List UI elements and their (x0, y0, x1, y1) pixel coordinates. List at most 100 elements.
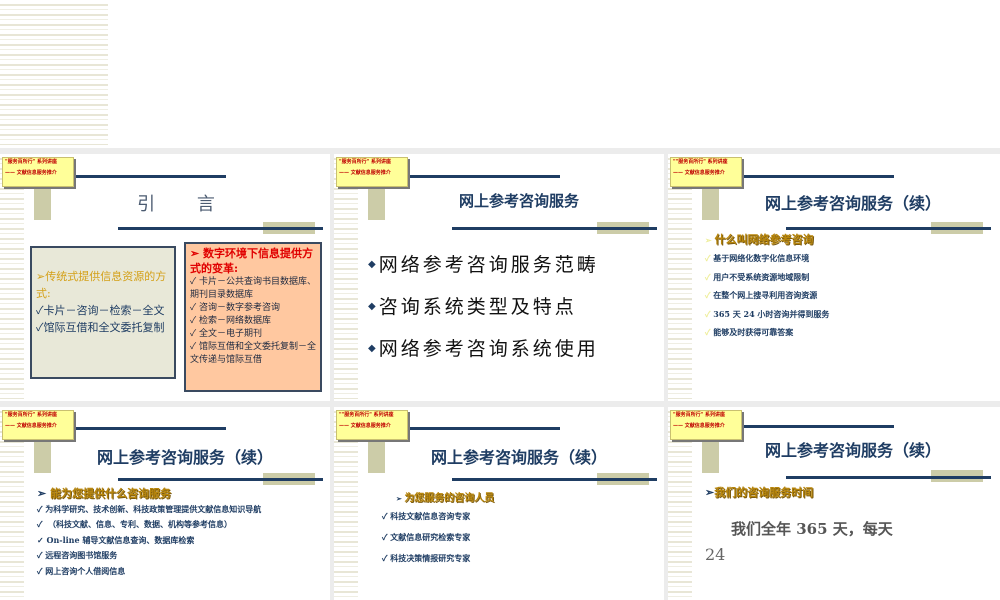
list-item: ◆咨询系统类型及特点 (368, 286, 599, 328)
slide-thumbnail-top[interactable] (0, 0, 1000, 150)
content: ➢ 能为您提供什么咨询服务 ✓ 为科学研究、技术创新、科技政策管理提供文献信息知… (37, 485, 322, 579)
body-text: 24 (705, 545, 726, 564)
content: ➢ 什么叫网络参考咨询 ✓ 基于网络化数字化信息环境 ✓ 用户不受系统资源地域限… (705, 231, 829, 342)
arrow-bullet-icon: ➢ (396, 494, 405, 503)
heading-text: 为您服务的咨询人员 (404, 493, 495, 504)
bullet-text: 网络参考咨询系统使用 (378, 338, 599, 360)
box-item: ✓卡片－咨询－检索－全文 (36, 304, 165, 317)
badge-line1: ""服务百所行" 系列讲座 (339, 412, 394, 418)
list-item: ✓ 科技文献信息咨询专家 (382, 506, 494, 527)
box-heading: ➢ 数字环境下信息提供方式的变革: (190, 247, 314, 275)
check-icon: ✓ (705, 327, 714, 337)
badge-line2: —— 文献信息服务推介 (673, 423, 725, 429)
rule-top (744, 425, 894, 428)
badge-line1: "服务百所行" 系列讲座 (5, 159, 57, 165)
divider (664, 150, 668, 600)
item-text: 为科学研究、技术创新、科技政策管理提供文献信息知识导航 (45, 504, 262, 514)
diamond-bullet-icon: ◆ (368, 259, 379, 270)
check-icon: ✓ (382, 532, 391, 542)
tan-block (702, 440, 719, 473)
series-badge: ""服务百所行" 系列讲座 —— 文献信息服务推介 (670, 157, 742, 187)
check-icon: ✓ (705, 308, 714, 319)
item-text: （科技文献、信息、专利、数据、机构等参考信息） (48, 519, 233, 529)
stripe-decoration (668, 154, 692, 399)
bullet-text: 咨询系统类型及特点 (378, 296, 577, 318)
item-text: 远程咨询图书馆服务 (45, 550, 118, 560)
arrow-bullet-icon: ➢ (37, 487, 51, 500)
rule-bottom (118, 227, 323, 230)
badge-line2: —— 文献信息服务推介 (5, 170, 57, 176)
slide-thumbnail-6[interactable]: "服务百所行" 系列讲座 —— 文献信息服务推介 网上参考咨询服务（续） ➢我们… (668, 407, 1000, 600)
check-icon: ✓ (705, 253, 714, 263)
item-text: On-line 辅导文献信息查询、数据库检索 (46, 534, 195, 545)
slide-thumbnail-3[interactable]: ""服务百所行" 系列讲座 —— 文献信息服务推介 网上参考咨询服务（续） ➢ … (668, 154, 1000, 399)
rule-top (410, 427, 560, 430)
badge-line2: —— 文献信息服务推介 (673, 170, 725, 176)
body-text: 我们全年 365 天，每天 (731, 520, 893, 538)
badge-line1: "服务百所行" 系列讲座 (673, 412, 725, 418)
item-text: 网上咨询个人借阅信息 (45, 565, 126, 576)
divider (330, 150, 334, 600)
rule-top (744, 175, 894, 178)
check-icon: ✓ (37, 504, 46, 514)
slide-thumbnail-1[interactable]: "服务百所行" 系列讲座 —— 文献信息服务推介 引 言 ➢传统式提供信息资源的… (0, 154, 330, 399)
slide-thumbnail-4[interactable]: "服务百所行" 系列讲座 —— 文献信息服务推介 网上参考咨询服务（续） ➢ 能… (0, 407, 330, 600)
check-icon: ✓ (37, 565, 46, 576)
series-badge: "服务百所行" 系列讲座 —— 文献信息服务推介 (336, 157, 408, 187)
badge-line1: "服务百所行" 系列讲座 (339, 159, 391, 165)
item-list: ✓ 基于网络化数字化信息环境 ✓ 用户不受系统资源地域限制 ✓ 在整个网上搜寻利… (705, 249, 829, 342)
digital-box: ➢ 数字环境下信息提供方式的变革: ✓ 卡片－公共查询书目数据库、期刊目录数据库… (184, 242, 322, 392)
rule-bottom (118, 478, 323, 481)
slide-thumbnail-2[interactable]: "服务百所行" 系列讲座 —— 文献信息服务推介 网上参考咨询服务 ◆网络参考咨… (334, 154, 664, 399)
list-item: ✓ 为科学研究、技术创新、科技政策管理提供文献信息知识导航 (37, 503, 322, 515)
item-list: ✓ 为科学研究、技术创新、科技政策管理提供文献信息知识导航 ✓ （科技文献、信息… (37, 503, 322, 579)
tan-block (34, 440, 51, 473)
box-item: ✓ 馆际互借和全文委托复制－全文传递与馆际互借 (190, 342, 317, 365)
diamond-bullet-icon: ◆ (368, 301, 379, 312)
item-text: 科技文献信息咨询专家 (390, 511, 471, 521)
check-icon: ✓ (37, 534, 47, 545)
heading-text: 什么叫网络参考咨询 (714, 233, 814, 246)
item-text: 365 天 24 小时咨询并得到服务 (713, 308, 830, 319)
check-icon: ✓ (382, 511, 391, 521)
check-icon: ✓ (705, 290, 714, 300)
item-text: 文献信息研究检索专家 (390, 532, 471, 542)
box-item: ✓ 咨询－数字参考咨询 (190, 303, 281, 313)
list-item: ✓ 用户不受系统资源地域限制 (705, 268, 829, 287)
bullet-list: ◆网络参考咨询服务范畴 ◆咨询系统类型及特点 ◆网络参考咨询系统使用 (368, 244, 599, 370)
item-text: 在整个网上搜寻利用咨询资源 (713, 290, 818, 300)
divider (0, 401, 1000, 407)
check-icon: ✓ (37, 550, 46, 560)
slide-title: 引 言 (137, 194, 233, 215)
bullet-text: 网络参考咨询服务范畴 (378, 254, 599, 276)
section-heading: ➢ 能为您提供什么咨询服务 (37, 485, 322, 501)
list-item: ✓ 365 天 24 小时咨询并得到服务 (705, 305, 829, 324)
content: ➢我们的咨询服务时间 我们全年 365 天，每天 24 (705, 484, 995, 564)
heading-text: 我们的咨询服务时间 (714, 486, 814, 499)
slide-title: 网上参考咨询服务 (458, 192, 579, 210)
badge-line1: "服务百所行" 系列讲座 (5, 412, 57, 418)
list-item: ◆网络参考咨询系统使用 (368, 328, 599, 370)
rule-top (410, 175, 560, 178)
item-text: 科技决策情报研究专家 (390, 553, 471, 563)
badge-line2: —— 文献信息服务推介 (339, 423, 391, 429)
rule-bottom (452, 478, 657, 481)
content: ➢ 为您服务的咨询人员 ✓ 科技文献信息咨询专家 ✓ 文献信息研究检索专家 ✓ … (382, 489, 494, 569)
list-item: ✓ 基于网络化数字化信息环境 (705, 249, 829, 268)
list-item: ✓ 能够及时获得可靠答案 (705, 323, 829, 342)
badge-line2: —— 文献信息服务推介 (5, 423, 57, 429)
list-item: ✓ 在整个网上搜寻利用咨询资源 (705, 286, 829, 305)
rule-top (76, 427, 226, 430)
tan-block (702, 187, 719, 220)
item-text: 能够及时获得可靠答案 (713, 327, 794, 337)
slide-thumbnail-5[interactable]: ""服务百所行" 系列讲座 —— 文献信息服务推介 网上参考咨询服务（续） ➢ … (334, 407, 664, 600)
slide-title: 网上参考咨询服务（续） (430, 448, 607, 467)
heading-text: 能为您提供什么咨询服务 (50, 487, 172, 500)
slide-title: 网上参考咨询服务（续） (764, 441, 941, 460)
list-item: ✓ 远程咨询图书馆服务 (37, 548, 322, 564)
tan-block (34, 187, 51, 220)
rule-bottom (786, 227, 991, 230)
section-heading: ➢我们的咨询服务时间 (705, 484, 995, 500)
arrow-bullet-icon: ➢ (705, 486, 715, 499)
series-badge: "服务百所行" 系列讲座 —— 文献信息服务推介 (670, 410, 742, 440)
